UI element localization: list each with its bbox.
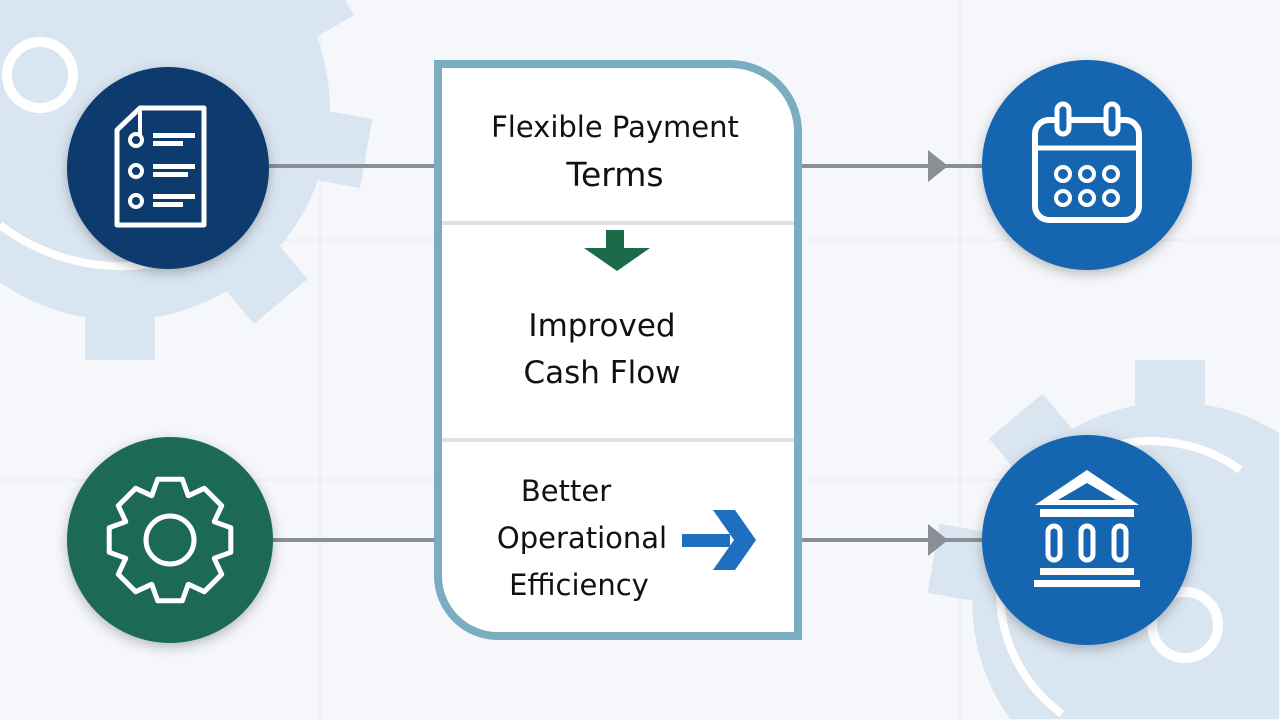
benefit-line: Improved — [528, 308, 676, 344]
benefit-line: Efficiency — [509, 568, 649, 602]
arrow-down-icon — [584, 230, 650, 271]
arrow-right-icon — [682, 510, 756, 570]
benefit-improved-cash-flow: Improved Cash Flow — [427, 303, 777, 397]
benefit-line: Operational — [496, 521, 668, 555]
document-checklist-icon — [67, 67, 269, 269]
calendar-icon — [982, 60, 1192, 270]
gear-icon — [67, 437, 273, 643]
connectors — [268, 164, 982, 542]
benefit-line: Terms — [566, 155, 664, 194]
benefit-flexible-payment-terms: Flexible Payment Terms — [440, 104, 790, 198]
benefit-operational-efficiency: Better Operational Efficiency — [462, 468, 702, 609]
bank-icon — [982, 435, 1192, 645]
benefit-line: Flexible Payment — [491, 110, 739, 144]
arrowhead-top-right-icon — [928, 150, 948, 182]
benefit-line: Cash Flow — [523, 355, 681, 391]
arrowhead-bottom-right-icon — [928, 524, 948, 556]
benefit-line: Better — [520, 474, 612, 508]
benefits-box — [434, 60, 802, 640]
